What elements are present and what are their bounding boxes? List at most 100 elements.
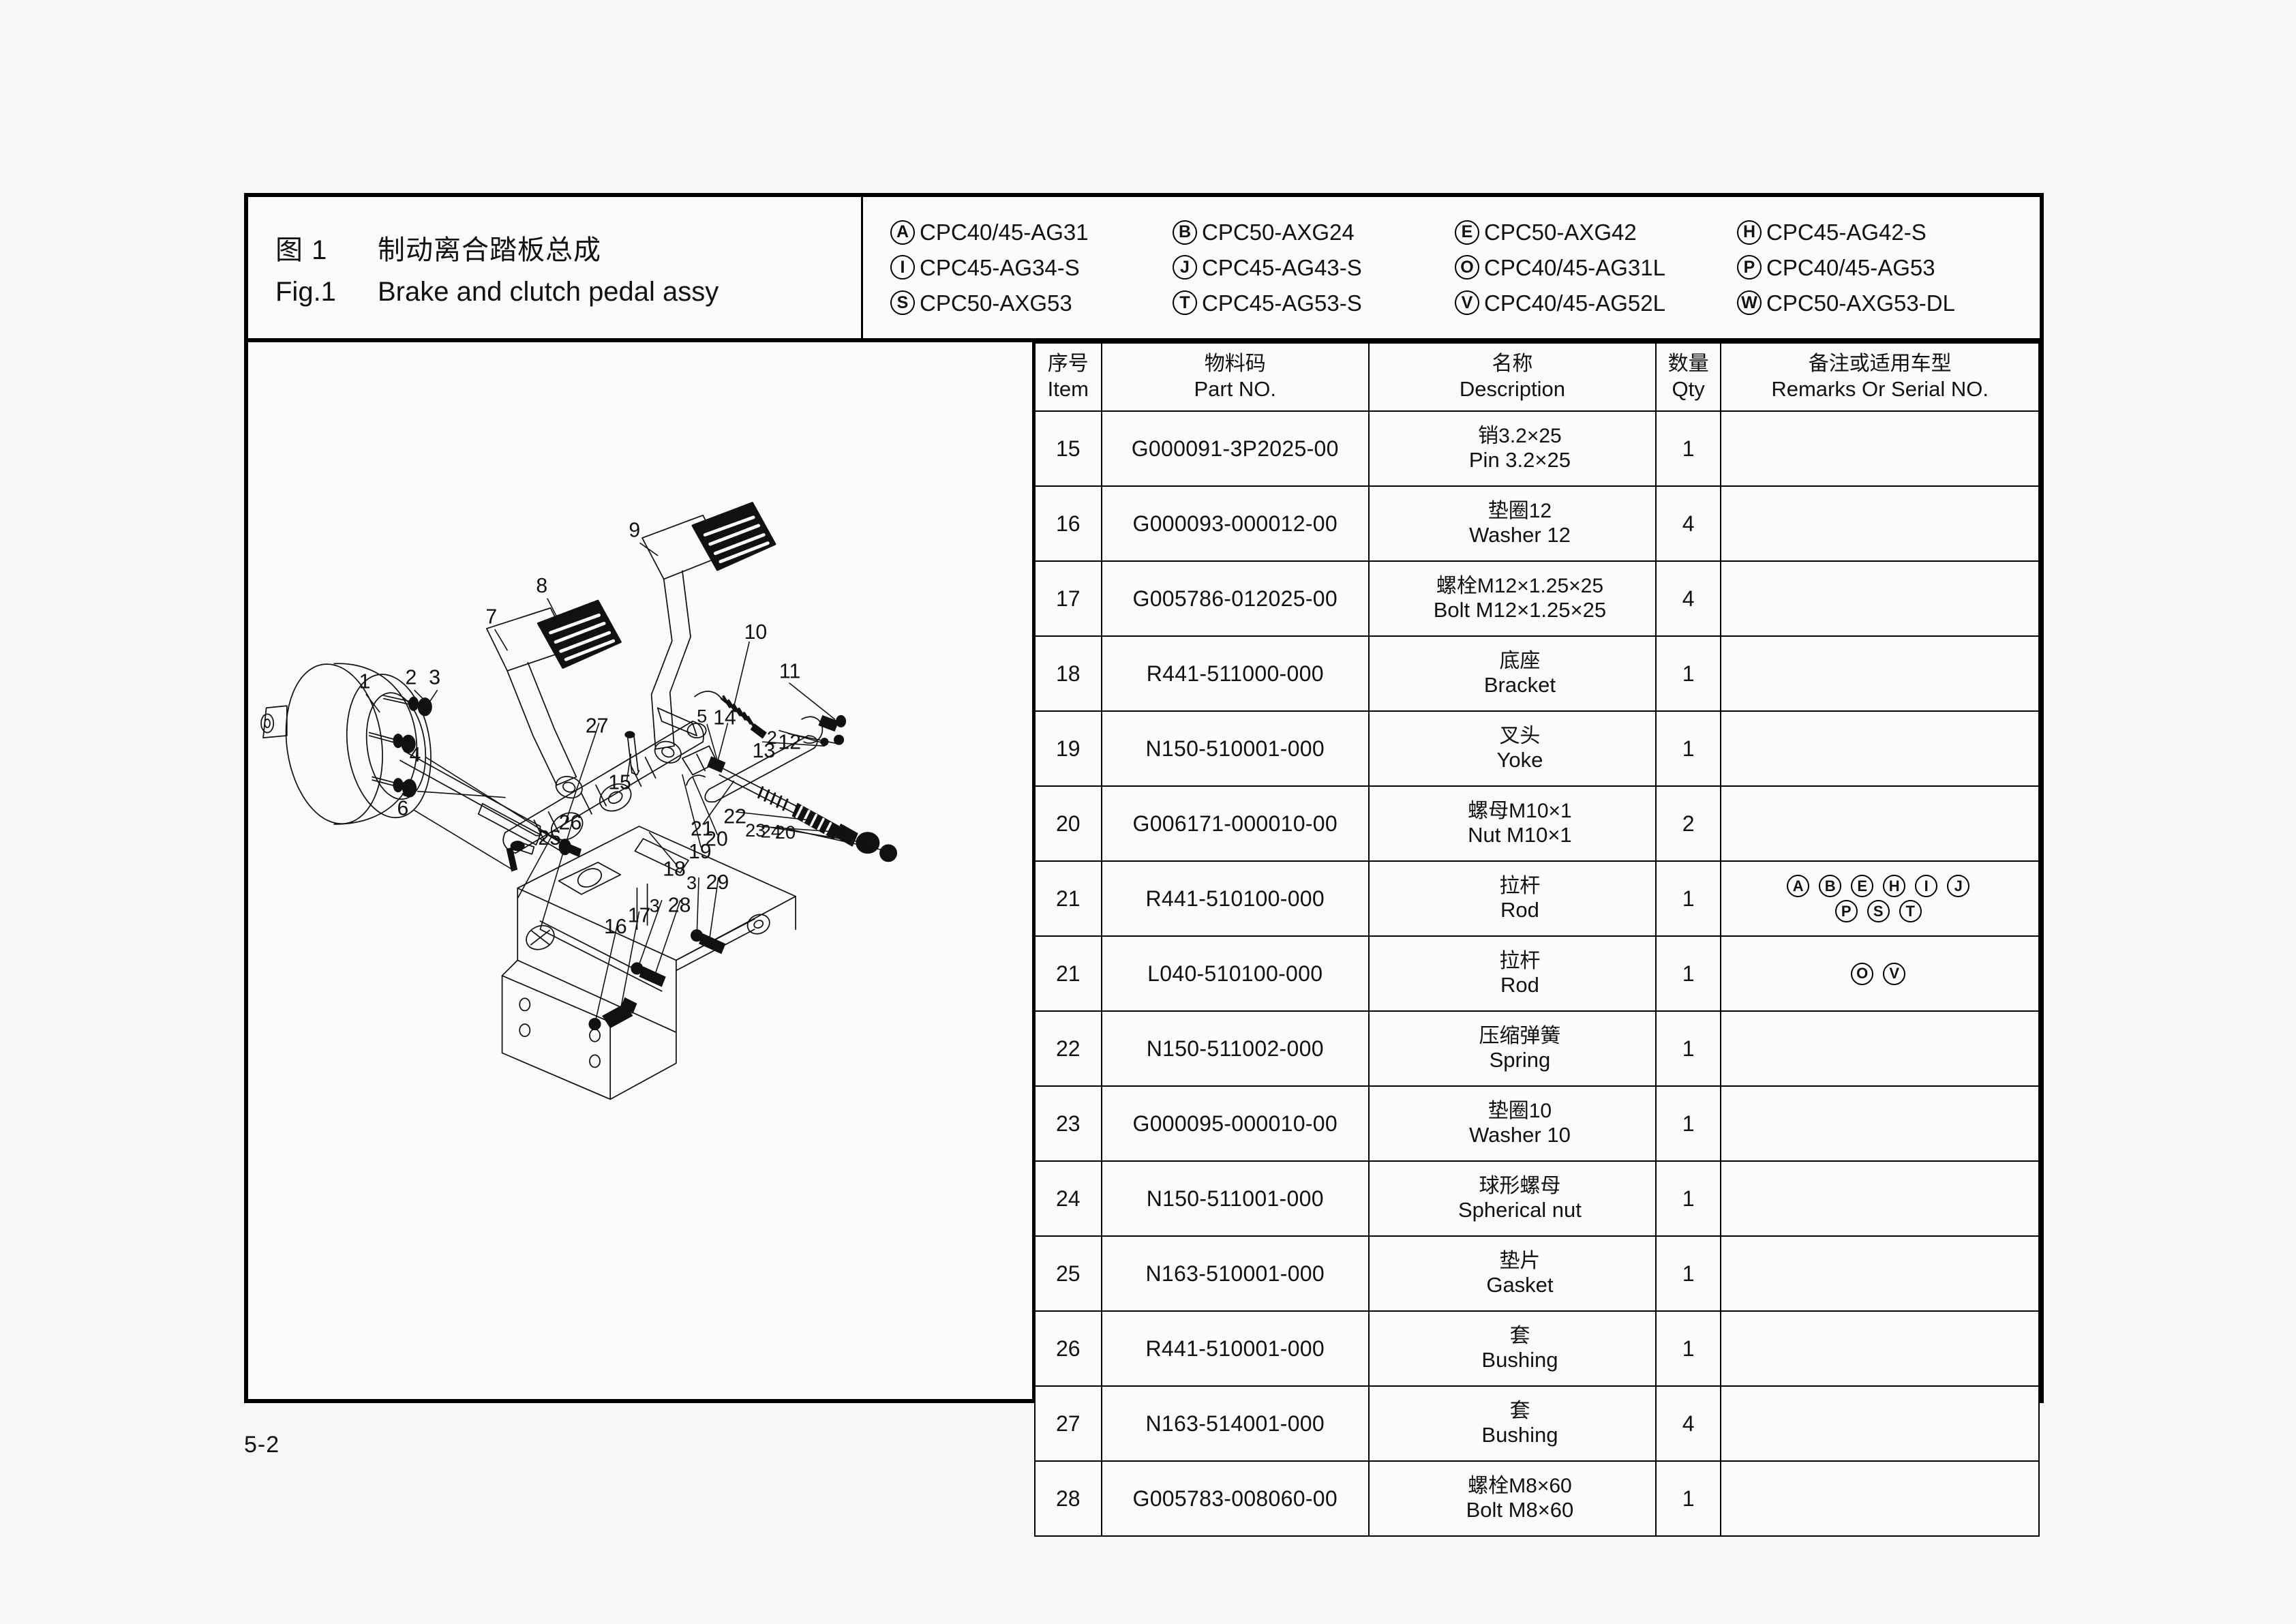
leader-lines bbox=[365, 542, 888, 1025]
description-cn: 垫圈12 bbox=[1487, 500, 1552, 523]
description-en: Yoke bbox=[1496, 748, 1543, 772]
description-en: Nut M10×1 bbox=[1468, 823, 1572, 847]
description-cn: 螺栓M12×1.25×25 bbox=[1436, 575, 1604, 598]
description-cn: 底座 bbox=[1499, 650, 1541, 673]
svg-text:21: 21 bbox=[691, 818, 714, 841]
cell-qty: 4 bbox=[1655, 1385, 1722, 1462]
model-code-label: CPC50-AXG24 bbox=[1202, 220, 1355, 245]
cell-item: 24 bbox=[1034, 1160, 1102, 1237]
column-header-remarks-cn: 备注或适用车型 bbox=[1808, 352, 1952, 375]
svg-text:5: 5 bbox=[402, 779, 413, 801]
model-tag-icon: A bbox=[1787, 875, 1810, 897]
svg-text:28: 28 bbox=[668, 894, 691, 916]
description-en: Pin 3.2×25 bbox=[1468, 448, 1571, 472]
model-tag-icon: O bbox=[1851, 962, 1874, 985]
cell-qty: 1 bbox=[1655, 935, 1722, 1012]
cell-remarks bbox=[1720, 1085, 2040, 1162]
description-en: Bushing bbox=[1481, 1423, 1558, 1447]
description-cn: 垫圈10 bbox=[1487, 1100, 1552, 1123]
description-cn: 垫片 bbox=[1499, 1250, 1541, 1273]
description-en: Bolt M8×60 bbox=[1466, 1498, 1574, 1522]
description-en: Bolt M12×1.25×25 bbox=[1433, 598, 1607, 622]
cell-part-no: N163-514001-000 bbox=[1100, 1385, 1370, 1462]
brake-booster-group bbox=[260, 663, 432, 825]
column-header-item: 序号 Item bbox=[1034, 342, 1102, 412]
cell-remarks bbox=[1720, 710, 2040, 787]
cell-remarks bbox=[1720, 410, 2040, 487]
svg-text:9: 9 bbox=[629, 520, 640, 542]
cell-remarks bbox=[1720, 1160, 2040, 1237]
callout-numbers: 1 2 3 4 5 6 7 8 9 10 11 12 13 14 bbox=[359, 520, 801, 939]
cell-qty: 1 bbox=[1655, 410, 1722, 487]
cell-item: 18 bbox=[1034, 635, 1102, 712]
cell-item: 28 bbox=[1034, 1460, 1102, 1537]
description-en: Bushing bbox=[1481, 1348, 1558, 1372]
cell-remarks bbox=[1720, 1010, 2040, 1087]
cell-remarks bbox=[1720, 1460, 2040, 1537]
cell-part-no: G000091-3P2025-00 bbox=[1100, 410, 1370, 487]
cell-item: 17 bbox=[1034, 560, 1102, 637]
title-block: 图 1 制动离合踏板总成 Fig.1 Brake and clutch peda… bbox=[248, 197, 863, 338]
svg-text:29: 29 bbox=[706, 871, 729, 894]
cell-qty: 1 bbox=[1655, 860, 1722, 937]
figure-header: 图 1 制动离合踏板总成 Fig.1 Brake and clutch peda… bbox=[248, 197, 2040, 342]
svg-text:5: 5 bbox=[697, 705, 707, 726]
cell-item: 26 bbox=[1034, 1310, 1102, 1387]
description-en: Spring bbox=[1489, 1048, 1551, 1072]
svg-text:10: 10 bbox=[744, 621, 768, 644]
model-tag-icon: E bbox=[1851, 875, 1874, 897]
model-tag-icon: S bbox=[890, 290, 915, 316]
svg-text:13: 13 bbox=[753, 740, 776, 762]
model-tag-icon: J bbox=[1173, 255, 1197, 280]
cell-part-no: N150-511002-000 bbox=[1100, 1010, 1370, 1087]
cell-item: 23 bbox=[1034, 1085, 1102, 1162]
svg-text:1: 1 bbox=[359, 671, 371, 693]
model-tag-icon: P bbox=[1834, 900, 1858, 922]
pedal-bracket bbox=[501, 826, 796, 1100]
description-en: Rod bbox=[1500, 898, 1539, 922]
description-en: Washer 10 bbox=[1469, 1123, 1571, 1147]
model-tag-icon: I bbox=[890, 255, 915, 280]
cell-item: 25 bbox=[1034, 1235, 1102, 1312]
bottom-fasteners bbox=[588, 929, 726, 1031]
cell-part-no: G000095-000010-00 bbox=[1100, 1085, 1370, 1162]
parts-table: 序号 Item 物料码 Part NO. 名称 Description bbox=[1034, 342, 2040, 1537]
model-code-label: CPC50-AXG42 bbox=[1484, 220, 1637, 245]
model-tag-icon: I bbox=[1915, 875, 1938, 897]
svg-text:8: 8 bbox=[536, 575, 547, 597]
technical-drawing-pane: 1 2 3 4 5 6 7 8 9 10 11 12 13 14 bbox=[248, 342, 1034, 1399]
svg-text:3: 3 bbox=[429, 667, 440, 689]
cell-item: 20 bbox=[1034, 785, 1102, 862]
svg-text:20: 20 bbox=[775, 822, 796, 843]
cell-qty: 1 bbox=[1655, 1310, 1722, 1387]
description-cn: 套 bbox=[1509, 1325, 1530, 1348]
column-header-description-en: Description bbox=[1459, 377, 1565, 402]
table-header-row: 序号 Item 物料码 Part NO. 名称 Description bbox=[1034, 342, 2040, 412]
cell-remarks bbox=[1720, 635, 2040, 712]
model-code-label: CPC45-AG53-S bbox=[1202, 290, 1362, 316]
svg-text:16: 16 bbox=[604, 916, 627, 938]
column-header-part-no-en: Part NO. bbox=[1194, 377, 1277, 402]
svg-text:11: 11 bbox=[779, 660, 800, 682]
figure-label-cn: 图 1 bbox=[275, 235, 328, 265]
description-cn: 拉杆 bbox=[1499, 950, 1541, 973]
